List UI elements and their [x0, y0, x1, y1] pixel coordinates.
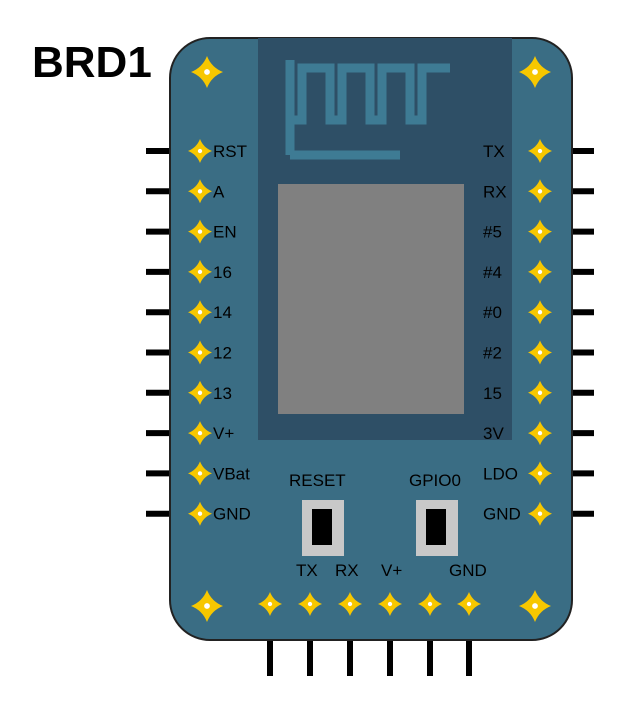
- corner-pads: [191, 56, 551, 622]
- star-pad-icon: [528, 421, 552, 446]
- star-pad-icon: [188, 259, 212, 284]
- star-pad-icon: [188, 380, 212, 405]
- left-pin-label: 16: [213, 263, 232, 282]
- right-pin-label: LDO: [483, 464, 518, 483]
- right-header: TX RX #5 #4 #0 #2 15 3V LDO GND: [483, 139, 552, 526]
- star-pad-icon: [188, 219, 212, 244]
- four-point-star-icon: [191, 56, 223, 88]
- four-point-star-icon: [191, 590, 223, 622]
- star-pad-icon: [378, 592, 402, 616]
- star-pad-icon: [528, 340, 552, 365]
- right-pin-label: 15: [483, 384, 502, 403]
- pcb-antenna-icon: [285, 60, 450, 160]
- star-pad-icon: [528, 461, 552, 486]
- left-pin-label: EN: [213, 223, 237, 242]
- reset-button[interactable]: [302, 500, 344, 556]
- star-pad-icon: [418, 592, 442, 616]
- gpio0-button[interactable]: [416, 500, 458, 556]
- gpio0-button-core[interactable]: [426, 509, 446, 545]
- bottom-pin-label: RX: [335, 561, 359, 580]
- left-pin-label: GND: [213, 505, 251, 524]
- right-pin-label: GND: [483, 505, 521, 524]
- left-pin-label: A: [213, 182, 225, 201]
- right-pin-label: 3V: [483, 424, 504, 443]
- star-pad-icon: [188, 179, 212, 204]
- right-pin-label: RX: [483, 182, 507, 201]
- reset-label: RESET: [289, 471, 346, 490]
- right-pin-label: #2: [483, 344, 502, 363]
- star-pad-icon: [338, 592, 362, 616]
- reset-button-core[interactable]: [312, 509, 332, 545]
- bottom-pin-label: TX: [296, 561, 318, 580]
- right-pin-label: #5: [483, 223, 502, 242]
- star-pad-icon: [188, 421, 212, 446]
- star-pad-icon: [528, 259, 552, 284]
- bottom-pin-label: GND: [449, 561, 487, 580]
- left-pin-label: 12: [213, 344, 232, 363]
- star-pad-icon: [188, 300, 212, 325]
- star-pad-icon: [528, 501, 552, 526]
- left-pin-label: 14: [213, 303, 232, 322]
- four-point-star-icon: [519, 590, 551, 622]
- star-pad-icon: [528, 219, 552, 244]
- left-pin-label: RST: [213, 142, 247, 161]
- bottom-header: TX RX V+ GND: [258, 561, 487, 616]
- star-pad-icon: [298, 592, 322, 616]
- bottom-pin-label: V+: [381, 561, 402, 580]
- star-pad-icon: [188, 340, 212, 365]
- star-pad-icon: [528, 139, 552, 163]
- star-pad-icon: [188, 139, 212, 163]
- star-pad-icon: [188, 461, 212, 486]
- right-pin-label: #4: [483, 263, 502, 282]
- left-pin-label: V+: [213, 424, 234, 443]
- star-pad-icon: [188, 501, 212, 526]
- right-pin-label: #0: [483, 303, 502, 322]
- star-pad-icon: [457, 592, 481, 616]
- star-pad-icon: [528, 300, 552, 325]
- four-point-star-icon: [519, 56, 551, 88]
- right-pin-label: TX: [483, 142, 505, 161]
- star-pad-icon: [258, 592, 282, 616]
- star-pad-icon: [528, 380, 552, 405]
- chip-shield: [278, 184, 464, 414]
- gpio0-label: GPIO0: [409, 471, 461, 490]
- left-pin-label: VBat: [213, 464, 250, 483]
- left-pin-label: 13: [213, 384, 232, 403]
- board-title: BRD1: [32, 38, 152, 87]
- star-pad-icon: [528, 179, 552, 204]
